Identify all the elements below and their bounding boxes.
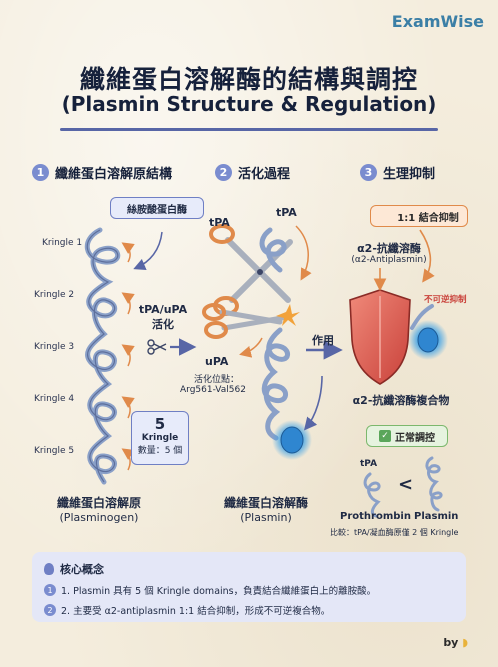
plasminogen-name-zh: 纖維蛋白溶解原 [56,496,141,510]
inhibitor-name-en: (α2-Antiplasmin) [351,255,427,265]
section-title: 活化過程 [238,167,291,182]
compare-note: 比較：tPA/凝血酶原僅 2 個 Kringle [330,528,459,537]
cleavage-spark-icon [276,304,300,326]
upa-label: uPA [205,355,229,368]
plasminogen-strand-outline [86,229,119,483]
activator-label-line1: tPA/uPA [138,303,188,316]
page-title: 纖維蛋白溶解酶的結構與調控 [79,65,418,94]
signature-text: by [443,636,459,649]
tpa-label-right: tPA [276,206,297,219]
tpa-arrow [295,225,312,281]
core-concepts-box: 核心概念 1 1. Plasmin 具有 5 個 Kringle domains… [32,552,466,622]
plasmin-arrow [303,375,323,431]
core-item-text-1: 1. Plasmin 具有 5 個 Kringle domains，負責結合纖維… [61,586,377,597]
plasmin-name-zh: 纖維蛋白溶解酶 [223,496,308,510]
section-number: 3 [360,164,377,181]
core-concepts-title: 核心概念 [44,561,454,577]
activation-site-value: Arg561-Val562 [180,385,246,395]
section-header-inhibition: 3 生理抑制 [360,163,435,182]
plasmin-compare-label: Plasmin [414,511,459,522]
core-item: 2 2. 主要受 α2-antiplasmin 1:1 結合抑制，形成不可逆複合… [44,603,454,617]
complex-plasmin-icon [417,327,439,353]
core-title-text: 核心概念 [60,563,104,576]
kringle-count-text: 數量：5 個 [137,446,183,456]
complex-strand [410,304,434,330]
normal-regulation-label: 正常調控 [395,432,435,444]
section-number: 1 [32,164,49,181]
site-arrow [239,337,263,358]
complex-label: α2-抗纖溶酶複合物 [352,394,450,407]
kringle-label-4: Kringle 4 [34,394,75,404]
inhibit-arrow-right [419,229,435,283]
kringle-binding-arrows [121,242,135,471]
binding-inhibition-label: 1:1 結合抑制 [397,212,459,224]
kringle-count-number: 5 [154,415,166,433]
check-icon: ✓ [379,430,391,442]
prothrombin-strand [363,472,381,518]
section-title: 纖維蛋白溶解原結構 [55,167,173,182]
plasmin-mini-strand [425,456,443,512]
kringle-label-3: Kringle 3 [34,342,75,352]
title-divider [60,128,438,131]
section-number: 2 [215,164,232,181]
kringle-label-5: Kringle 5 [34,446,75,456]
kringle-count-box: 5 Kringle 數量：5 個 [131,411,189,465]
scissors-upa-icon [202,303,285,339]
brand-logo: ExamWise [391,12,484,31]
normal-regulation-box: ✓ 正常調控 [366,425,448,447]
kringle-label-1: Kringle 1 [42,238,83,248]
kringle-count-word: Kringle [141,433,179,443]
binding-inhibition-box: 1:1 結合抑制 [370,205,468,227]
tag-arrow [133,231,163,270]
signature: by ◗ [443,636,468,649]
core-item: 1 1. Plasmin 具有 5 個 Kringle domains，負責結合… [44,583,454,597]
irreversible-label: 不可逆抑制 [424,295,467,305]
kringle-label-2: Kringle 2 [34,290,75,300]
scissors-small-icon [147,339,167,355]
activation-site-label: 活化位點： [194,375,240,385]
tpa-label-left: tPA [209,216,230,229]
action-label: 作用 [312,334,334,347]
prothrombin-label: Prothrombin [340,511,411,522]
plasminogen-name-en: (Plasminogen) [59,511,139,524]
banana-icon: ◗ [462,636,468,649]
activator-label-line2: 活化 [152,318,174,331]
bullet-icon: 2 [44,604,56,616]
bullet-icon: 1 [44,584,56,596]
plasmin-name-en: (Plasmin) [240,511,292,524]
inhibitor-name-zh: α2-抗纖溶酶 [357,242,421,255]
lightbulb-icon [44,563,54,575]
serine-protease-tag: 絲胺酸蛋白酶 [110,197,204,219]
section-header-activation: 2 活化過程 [215,163,290,182]
less-than-symbol: < [398,474,414,495]
activator-label: tPA/uPA 活化 [137,303,189,332]
page-subtitle: (Plasmin Structure & Regulation) [61,92,437,116]
core-item-text-2: 2. 主要受 α2-antiplasmin 1:1 結合抑制，形成不可逆複合物。 [61,606,331,617]
plasmin-strand [259,227,290,441]
section-title: 生理抑制 [383,167,436,182]
compare-tpa-label: tPA [360,459,378,469]
section-header-structure: 1 纖維蛋白溶解原結構 [32,163,172,182]
active-site-icon [280,426,304,454]
